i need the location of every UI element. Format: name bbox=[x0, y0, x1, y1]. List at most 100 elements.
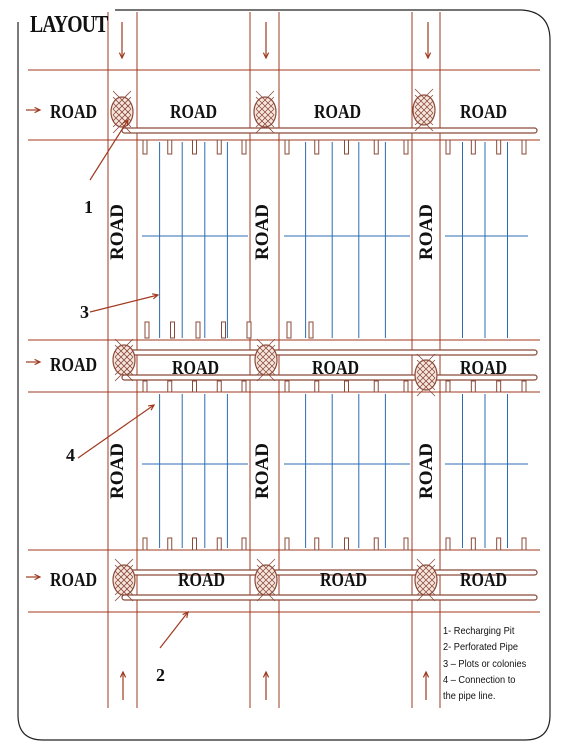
pit-hatch bbox=[416, 377, 436, 397]
legend-item-perforated-pipe: 2- Perforated Pipe bbox=[443, 641, 518, 654]
entry-arrow-head bbox=[262, 670, 270, 678]
recharging-pit-icon bbox=[414, 558, 438, 602]
entry-arrow-head bbox=[119, 670, 127, 678]
callout-arrow-pipe-head bbox=[182, 610, 189, 618]
road-label: ROAD bbox=[460, 568, 507, 590]
connection-pipe bbox=[192, 380, 197, 393]
callout-arrow-plots bbox=[89, 294, 159, 313]
connection-pipe bbox=[314, 139, 320, 155]
connection-pipe bbox=[142, 537, 148, 551]
road-label: ROAD bbox=[170, 100, 217, 122]
connection-pipe bbox=[403, 139, 409, 155]
legend-item-recharging-pit: 1- Recharging Pit bbox=[443, 625, 515, 637]
legend-item-plots: 3 – Plots or colonies bbox=[443, 657, 527, 670]
recharging-pit-icon bbox=[412, 88, 436, 132]
connection-pipe bbox=[284, 139, 290, 155]
pit-hatch bbox=[256, 576, 276, 596]
entry-arrow-head bbox=[34, 106, 42, 114]
callout-arrow-pit-head bbox=[122, 118, 129, 127]
pit-hatch bbox=[256, 582, 276, 602]
connection-pipe bbox=[496, 380, 502, 393]
legend: 1- Recharging Pit 2- Perforated Pipe 3 –… bbox=[443, 623, 531, 704]
road-label: ROAD bbox=[314, 100, 361, 122]
connection-pipe bbox=[216, 537, 222, 551]
connection-pipe bbox=[241, 139, 247, 155]
connection-pipe bbox=[216, 139, 222, 155]
pit-hatch bbox=[414, 106, 434, 126]
entry-arrow-head bbox=[422, 670, 430, 678]
pit-hatch bbox=[114, 362, 134, 382]
pit-hatch bbox=[414, 112, 434, 132]
road-label-vertical: ROAD bbox=[252, 443, 273, 499]
road-label: ROAD bbox=[312, 356, 359, 378]
road-label-vertical: ROAD bbox=[416, 204, 437, 260]
connection-pipe bbox=[344, 139, 349, 155]
perforated-pipe bbox=[121, 349, 538, 356]
connection-pipe bbox=[308, 321, 314, 339]
connection-pipe bbox=[403, 380, 409, 393]
callout-arrow-connection-head bbox=[147, 404, 156, 411]
road-label: ROAD bbox=[172, 356, 219, 378]
recharging-pit-icon bbox=[110, 90, 134, 134]
pit-hatch bbox=[256, 356, 276, 376]
connection-pipe bbox=[470, 537, 476, 551]
recharging-pit-icon bbox=[254, 338, 278, 382]
recharging-pit-icon bbox=[112, 338, 136, 382]
entry-arrow-head bbox=[34, 358, 42, 366]
pit-hatch bbox=[114, 576, 134, 596]
pit-hatch bbox=[256, 362, 276, 382]
connection-pipe bbox=[167, 380, 173, 393]
connection-pipe bbox=[192, 139, 197, 155]
connection-pipe bbox=[521, 139, 527, 155]
connection-pipe bbox=[167, 537, 173, 551]
pit-hatch bbox=[416, 582, 436, 602]
connection-pipe bbox=[521, 380, 527, 393]
connection-pipe bbox=[496, 537, 502, 551]
connection-pipe bbox=[496, 139, 502, 155]
connection-pipe bbox=[195, 321, 201, 339]
connection-pipe bbox=[373, 380, 379, 393]
connection-pipe bbox=[241, 380, 247, 393]
callout-arrow-pipe bbox=[159, 611, 189, 649]
connection-pipe bbox=[403, 537, 409, 551]
legend-item-connection-cont: the pipe line. bbox=[443, 690, 496, 703]
legend-item-connection: 4 – Connection to bbox=[443, 673, 516, 686]
connection-pipe bbox=[373, 537, 379, 551]
connection-pipe bbox=[170, 321, 175, 339]
callout-arrow-pit bbox=[89, 119, 129, 181]
diagram-title: LAYOUT bbox=[30, 12, 108, 38]
connection-pipe bbox=[314, 380, 320, 393]
perforated-pipe bbox=[121, 594, 538, 601]
pit-hatch bbox=[114, 582, 134, 602]
connection-pipe bbox=[470, 139, 476, 155]
connection-pipe bbox=[314, 537, 320, 551]
connection-pipe bbox=[470, 380, 476, 393]
pit-hatch bbox=[255, 108, 275, 128]
recharging-pit-icon bbox=[254, 558, 278, 602]
road-label: ROAD bbox=[460, 356, 507, 378]
road-label: ROAD bbox=[50, 353, 97, 375]
connection-pipe bbox=[286, 321, 292, 339]
connection-pipe bbox=[344, 537, 349, 551]
connection-pipe bbox=[373, 139, 379, 155]
connection-pipe bbox=[192, 537, 197, 551]
road-label-vertical: ROAD bbox=[416, 443, 437, 499]
pit-hatch bbox=[416, 576, 436, 596]
callout-arrow-connection bbox=[77, 404, 155, 459]
marker-1: 1 bbox=[84, 197, 93, 217]
pit-hatch bbox=[255, 114, 275, 134]
marker-2: 2 bbox=[156, 665, 165, 685]
recharging-pit-icon bbox=[414, 353, 438, 397]
connection-pipe bbox=[284, 537, 290, 551]
connection-pipe bbox=[221, 321, 226, 339]
entry-arrow-head bbox=[34, 573, 42, 581]
road-label: ROAD bbox=[50, 100, 97, 122]
road-label-vertical: ROAD bbox=[107, 204, 128, 260]
connection-pipe bbox=[521, 537, 527, 551]
connection-pipe bbox=[246, 321, 252, 339]
marker-3: 3 bbox=[80, 302, 89, 322]
connection-pipe bbox=[445, 380, 451, 393]
connection-pipe bbox=[142, 380, 148, 393]
